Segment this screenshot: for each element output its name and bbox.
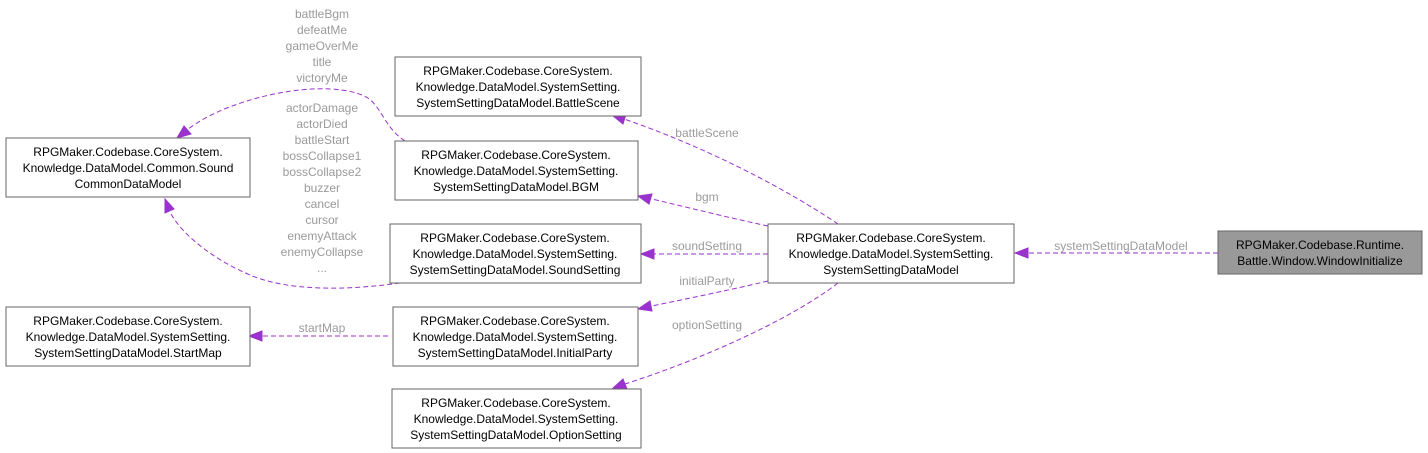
edge-bgm	[636, 193, 769, 227]
edge-label-line: defeatMe	[297, 23, 347, 37]
node-line: RPGMaker.Codebase.CoreSystem.	[421, 396, 610, 410]
node-line: SystemSettingDataModel.StartMap	[34, 346, 222, 360]
edge-label-line: buzzer	[304, 181, 340, 195]
edge-label-line: bossCollapse2	[283, 165, 362, 179]
node-start-map[interactable]: RPGMaker.Codebase.CoreSystem. Knowledge.…	[5, 306, 251, 367]
node-line: Knowledge.DataModel.SystemSetting.	[416, 80, 621, 94]
edge-label-option-setting: optionSetting	[672, 318, 742, 332]
node-line: SystemSettingDataModel.InitialParty	[418, 346, 613, 360]
edge-bgm-to-sound-common	[175, 88, 406, 142]
edge-label-line: enemyAttack	[287, 229, 357, 243]
node-line: RPGMaker.Codebase.CoreSystem.	[420, 314, 609, 328]
edge-label-line: actorDamage	[286, 101, 358, 115]
node-line: RPGMaker.Codebase.Runtime.	[1236, 238, 1404, 252]
node-option-setting[interactable]: RPGMaker.Codebase.CoreSystem. Knowledge.…	[391, 388, 642, 449]
node-line: Knowledge.DataModel.SystemSetting.	[789, 247, 994, 261]
edge-start-map	[247, 330, 388, 342]
edge-sound-setting	[639, 248, 768, 260]
node-system-setting-data-model[interactable]: RPGMaker.Codebase.CoreSystem. Knowledge.…	[767, 223, 1015, 284]
node-line: Knowledge.DataModel.SystemSetting.	[414, 412, 619, 426]
edge-label-line: cursor	[305, 213, 338, 227]
node-line: RPGMaker.Codebase.CoreSystem.	[421, 148, 610, 162]
node-bgm[interactable]: RPGMaker.Codebase.CoreSystem. Knowledge.…	[394, 140, 639, 201]
edge-label-line: title	[313, 55, 332, 69]
node-line: Knowledge.DataModel.SystemSetting.	[414, 164, 619, 178]
node-line: RPGMaker.Codebase.CoreSystem.	[796, 231, 985, 245]
node-line: Knowledge.DataModel.Common.Sound	[23, 161, 234, 175]
edge-label-line: ...	[317, 261, 327, 275]
edge-label-initial-party: initialParty	[679, 274, 734, 288]
edge-label-line: enemyCollapse	[281, 245, 364, 259]
node-line: RPGMaker.Codebase.CoreSystem.	[33, 145, 222, 159]
node-line: CommonDataModel	[75, 177, 182, 191]
edge-label-system-setting-data-model: systemSettingDataModel	[1054, 239, 1187, 253]
node-line: SystemSettingDataModel.BGM	[433, 180, 599, 194]
node-line: SystemSettingDataModel.OptionSetting	[410, 428, 621, 442]
node-line: Knowledge.DataModel.SystemSetting.	[26, 330, 231, 344]
edge-label-line: battleBgm	[295, 7, 349, 21]
edge-label-start-map: startMap	[299, 321, 346, 335]
node-window-initialize: RPGMaker.Codebase.Runtime. Battle.Window…	[1217, 230, 1423, 275]
node-line: RPGMaker.Codebase.CoreSystem.	[420, 231, 609, 245]
edge-label-battle-scene: battleScene	[675, 126, 739, 140]
edge-label-line: actorDied	[296, 117, 347, 131]
node-line: Knowledge.DataModel.SystemSetting.	[413, 330, 618, 344]
edge-label-bgm: bgm	[695, 190, 718, 204]
edge-label-line: cancel	[305, 197, 340, 211]
edge-initial-party	[636, 280, 769, 312]
edge-system-setting-data-model	[1013, 247, 1218, 259]
node-line: RPGMaker.Codebase.CoreSystem.	[423, 64, 612, 78]
edge-label-sound-setting-members: actorDamage actorDied battleStart bossCo…	[281, 101, 364, 275]
node-line: SystemSettingDataModel	[823, 263, 958, 277]
node-line: SystemSettingDataModel.SoundSetting	[410, 263, 621, 277]
node-battle-scene[interactable]: RPGMaker.Codebase.CoreSystem. Knowledge.…	[394, 56, 642, 117]
edge-label-sound-setting: soundSetting	[672, 239, 742, 253]
edge-option-setting	[610, 282, 839, 390]
node-line: SystemSettingDataModel.BattleScene	[416, 96, 620, 110]
node-sound-setting[interactable]: RPGMaker.Codebase.CoreSystem. Knowledge.…	[389, 223, 642, 284]
node-line: RPGMaker.Codebase.CoreSystem.	[33, 314, 222, 328]
edge-label-line: gameOverMe	[286, 39, 359, 53]
edge-label-bgm-sound-members: battleBgm defeatMe gameOverMe title vict…	[286, 7, 359, 85]
edge-label-line: bossCollapse1	[283, 149, 362, 163]
edge-label-line: battleStart	[295, 133, 350, 147]
node-line: Knowledge.DataModel.SystemSetting.	[413, 247, 618, 261]
node-line: Battle.Window.WindowInitialize	[1237, 254, 1403, 268]
edge-sound-setting-to-sound-common	[164, 197, 401, 289]
node-sound-common-data-model[interactable]: RPGMaker.Codebase.CoreSystem. Knowledge.…	[5, 137, 251, 198]
edge-label-line: victoryMe	[296, 71, 348, 85]
node-initial-party[interactable]: RPGMaker.Codebase.CoreSystem. Knowledge.…	[392, 306, 639, 367]
